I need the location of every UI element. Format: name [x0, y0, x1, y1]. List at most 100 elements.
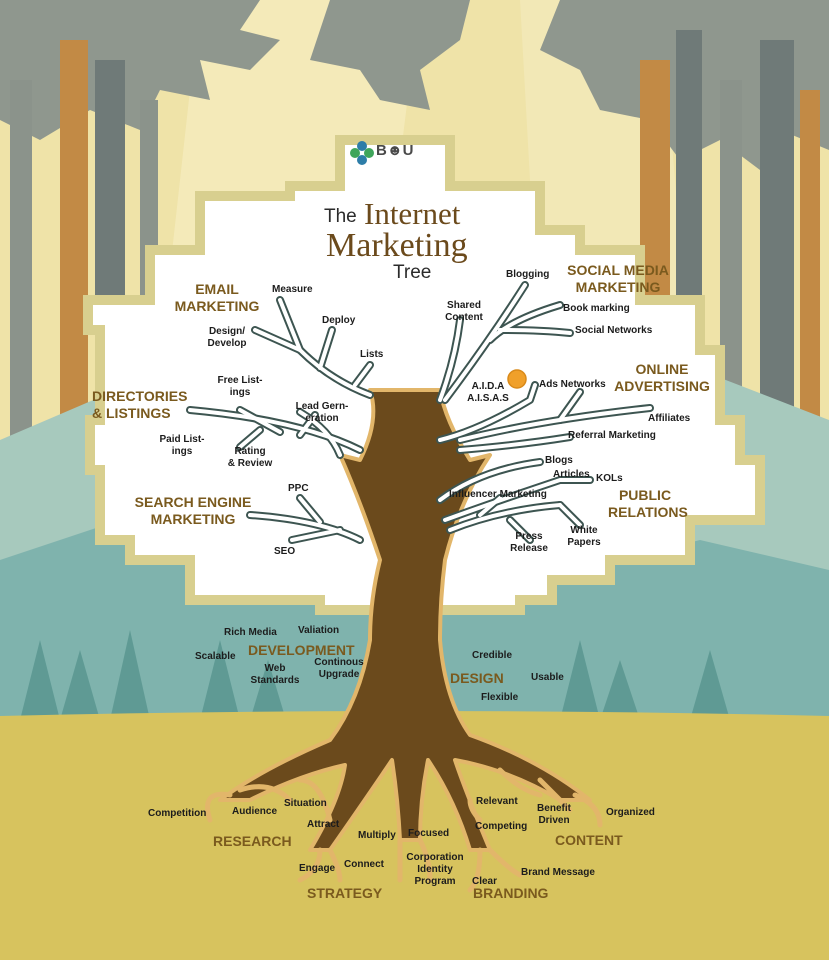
label-lists: Lists — [360, 349, 384, 360]
title-the: The — [324, 206, 357, 227]
label-audience: Audience — [232, 806, 278, 817]
label-blogging: Blogging — [506, 269, 550, 280]
label-line: Papers — [567, 537, 601, 548]
label-paid-listings: Paid List- ings — [156, 434, 208, 458]
category-directories-listings: DIRECTORIES & LISTINGS — [92, 388, 187, 422]
label-shared-content: Shared Content — [440, 300, 488, 324]
label-competition: Competition — [148, 808, 207, 819]
label-line: Continous — [314, 657, 364, 668]
label-deploy: Deploy — [322, 315, 356, 326]
label-articles: Articles — [553, 469, 590, 480]
category-line: DIRECTORIES — [92, 388, 188, 404]
category-line: SOCIAL MEDIA — [567, 262, 669, 278]
title-marketing: Marketing — [326, 227, 468, 264]
category-line: MARKETING — [174, 298, 260, 314]
tree-roots — [205, 767, 603, 893]
title-internet: Internet — [364, 196, 461, 231]
label-line: Driven — [538, 815, 570, 826]
label-credible: Credible — [472, 650, 513, 661]
label-connect: Connect — [344, 859, 384, 870]
label-line: White — [570, 525, 598, 536]
label-kols: KOLs — [596, 473, 623, 484]
label-line: & Review — [227, 458, 273, 469]
label-relevant: Relevant — [476, 796, 518, 807]
label-referral-marketing: Referral Marketing — [568, 430, 656, 441]
label-multiply: Multiply — [358, 830, 396, 841]
label-lead-generation: Lead Gern- eration — [294, 401, 350, 425]
label-usable: Usable — [531, 672, 564, 683]
label-aida: A.I.D.A A.I.S.A.S — [460, 381, 516, 405]
category-strategy: STRATEGY — [307, 885, 383, 901]
label-line: Paid List- — [159, 434, 205, 445]
label-line: A.I.S.A.S — [467, 393, 509, 404]
pine-forest — [20, 630, 730, 720]
category-email-marketing: EMAIL MARKETING — [172, 281, 262, 315]
label-book-marking: Book marking — [563, 303, 630, 314]
label-corporation-identity-program: Corporation Identity Program — [402, 852, 468, 888]
category-line: & LISTINGS — [92, 405, 171, 421]
label-line: Standards — [250, 675, 300, 686]
label-line: Program — [414, 876, 456, 887]
category-line: SEARCH ENGINE — [134, 494, 252, 510]
orange-fruit-icon — [507, 369, 527, 389]
label-situation: Situation — [284, 798, 327, 809]
label-flexible: Flexible — [481, 692, 519, 703]
label-web-standards: Web Standards — [246, 663, 304, 687]
category-line: ADVERTISING — [614, 378, 710, 394]
label-valiation: Valiation — [298, 625, 340, 636]
canopy-cloud — [83, 135, 765, 615]
label-line: Benefit — [537, 803, 571, 814]
category-research: RESEARCH — [213, 833, 292, 849]
label-line: ings — [171, 446, 193, 457]
category-line: MARKETING — [575, 279, 661, 295]
label-line: Lead Gern- — [295, 401, 349, 412]
label-ppc: PPC — [288, 483, 309, 494]
label-scalable: Scalable — [195, 651, 236, 662]
label-rating-review: Rating & Review — [224, 446, 276, 470]
logo-hexagon-icon — [350, 141, 374, 165]
title-tree: Tree — [393, 262, 432, 283]
label-line: ings — [229, 387, 251, 398]
label-line: Shared — [447, 300, 481, 311]
label-line: Web — [264, 663, 286, 674]
label-focused: Focused — [408, 828, 450, 839]
label-competing: Competing — [475, 821, 528, 832]
label-blogs: Blogs — [545, 455, 573, 466]
label-affiliates: Affiliates — [648, 413, 691, 424]
label-line: Identity — [417, 864, 453, 875]
category-line: RELATIONS — [608, 504, 688, 520]
label-engage: Engage — [299, 863, 336, 874]
label-line: Release — [510, 543, 548, 554]
category-design: DESIGN — [450, 670, 504, 686]
label-measure: Measure — [272, 284, 313, 295]
label-social-networks: Social Networks — [575, 325, 653, 336]
label-brand-message: Brand Message — [521, 867, 595, 878]
label-design-develop: Design/ Develop — [204, 326, 250, 350]
label-white-papers: White Papers — [562, 525, 606, 549]
label-line: Upgrade — [318, 669, 360, 680]
label-continous-upgrade: Continous Upgrade — [310, 657, 368, 681]
label-attract: Attract — [307, 819, 340, 830]
category-line: MARKETING — [150, 511, 236, 527]
category-search-engine-marketing: SEARCH ENGINE MARKETING — [130, 494, 256, 528]
label-organized: Organized — [606, 807, 655, 818]
label-line: A.I.D.A — [471, 381, 505, 392]
category-public-relations: PUBLIC RELATIONS — [608, 487, 688, 521]
category-social-media-marketing: SOCIAL MEDIA MARKETING — [561, 262, 675, 296]
label-seo: SEO — [274, 546, 296, 557]
label-line: Develop — [207, 338, 247, 349]
tree-branches — [186, 281, 654, 544]
label-line: Content — [445, 312, 483, 323]
label-line: eration — [305, 413, 339, 424]
tree-trunk — [218, 388, 592, 852]
label-rich-media: Rich Media — [224, 627, 277, 638]
bou-logo: B☻U — [349, 140, 425, 166]
label-influencer-marketing: Influencer Marketing — [449, 489, 547, 500]
label-line: Rating — [234, 446, 266, 457]
category-line: PUBLIC — [618, 487, 672, 503]
category-line: EMAIL — [195, 281, 239, 297]
label-line: Design/ — [208, 326, 246, 337]
label-line: Free List- — [217, 375, 263, 386]
category-branding: BRANDING — [473, 885, 549, 901]
